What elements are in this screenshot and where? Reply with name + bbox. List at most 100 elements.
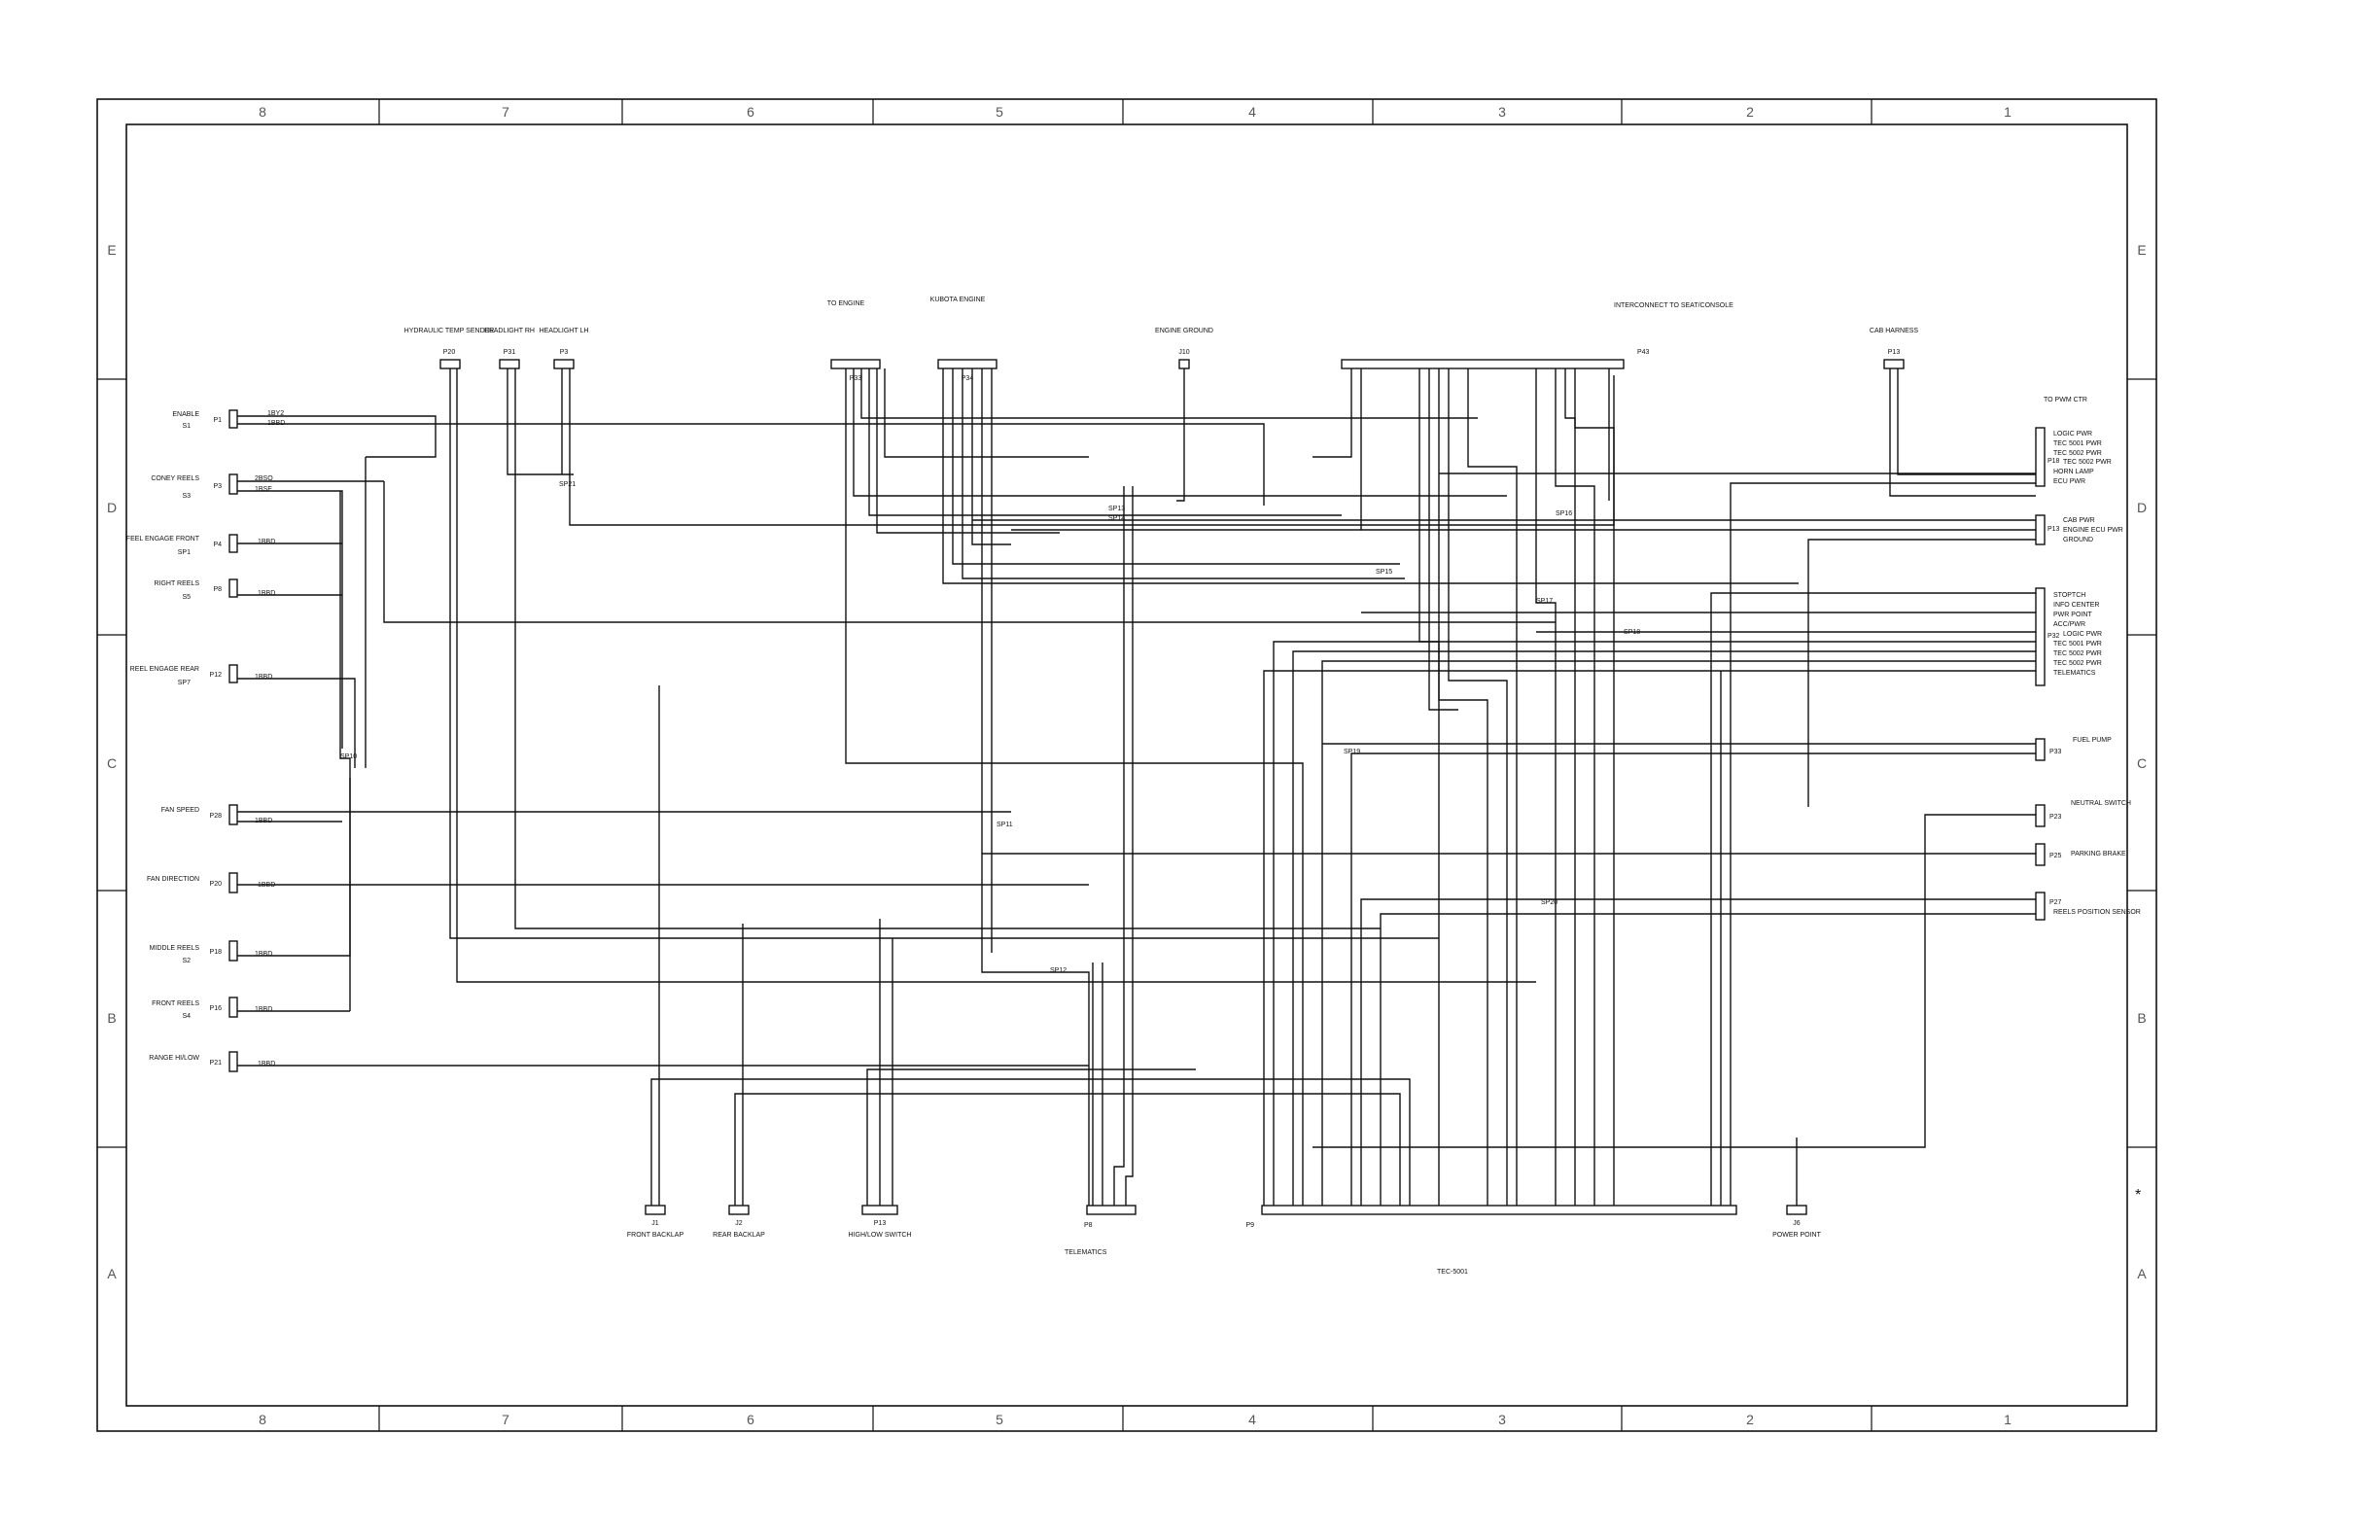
splice-10: SP19 (1344, 749, 1360, 755)
splice-7: SP16 (1556, 510, 1572, 517)
connector-enable: ENABLE S1 P1 1BY2 1BBD (172, 409, 285, 430)
seat-console-connector (1341, 359, 1625, 369)
middle-reels-sub: S2 (182, 958, 191, 964)
feel-engage-front-sub: SP1 (178, 549, 191, 556)
zone-row-D-right: D (2137, 500, 2147, 515)
fan-speed-connector (228, 804, 238, 825)
cab-harness-ref: P13 (1888, 349, 1901, 356)
wire-engine-1 (845, 368, 1304, 1206)
telematics-ref: P8 (1084, 1222, 1093, 1229)
connector-kubota-engine: KUBOTA ENGINE P34 (930, 297, 998, 382)
zone-col-5-bottom: 5 (996, 1412, 1003, 1427)
coney-reels-wire-2: 1BSE (255, 486, 272, 493)
headlight-lh-label: HEADLIGHT LH (540, 328, 589, 334)
middle-reels-ref: P18 (210, 949, 223, 956)
zone-labels-bottom: 8 7 6 5 4 3 2 1 (259, 1412, 2012, 1427)
fan-speed-label: FAN SPEED (161, 807, 199, 814)
splice-11: SP20 (1541, 899, 1558, 906)
kubota-engine-connector (937, 359, 998, 369)
wire-seat-11 (1574, 368, 1615, 1206)
parking-brake-ref: P25 (2049, 853, 2062, 859)
wire-engine-6 (884, 368, 1089, 458)
high-low-switch-ref: P13 (874, 1220, 887, 1227)
wire-seat-10 (1564, 368, 1576, 1206)
wire-pwm-ctr-2 (1730, 482, 2036, 1206)
wire-telematics-3 (1113, 486, 1125, 1206)
p32-pin-5: LOGIC PWR (2063, 631, 2102, 638)
pwm-ctr-pin-4: TEC 5002 PWR (2063, 459, 2112, 466)
power-point-label: POWER POINT (1772, 1232, 1822, 1239)
connector-reel-engage-rear: REEL ENGAGE REAR SP7 P12 1BBD (130, 664, 272, 686)
cab-pwr-pin-2: ENGINE ECU PWR (2063, 527, 2123, 534)
splice-2: SP11 (997, 822, 1013, 828)
telematics-connector (1086, 1205, 1137, 1215)
middle-reels-label: MIDDLE REELS (150, 945, 200, 952)
tec-5001-connector (1261, 1205, 1737, 1215)
right-reels-label: RIGHT REELS (154, 580, 199, 587)
wire-cab-harness (1889, 368, 2036, 497)
parking-brake-connector (2035, 843, 2046, 866)
wire-p32-1 (1710, 592, 2036, 1206)
to-engine-connector (830, 359, 881, 369)
fan-direction-ref: P20 (210, 881, 223, 888)
connector-reels-position-sensor: P27 REELS POSITION SENSOR (2035, 892, 2141, 921)
enable-sub: S1 (182, 423, 191, 430)
connector-neutral-switch: P23 NEUTRAL SWITCH (2035, 800, 2131, 827)
wire-cab-harness-2 (1897, 368, 2036, 475)
reel-engage-rear-sub: SP7 (178, 680, 191, 686)
p32-pin-9: TELEMATICS (2053, 670, 2096, 677)
wire-telematics-4 (1125, 486, 1134, 1206)
connector-engine-ground: ENGINE GROUND J10 (1155, 328, 1213, 369)
wire-hyd-temp-2 (456, 368, 1536, 983)
rear-backlap-ref: J2 (735, 1220, 743, 1227)
engine-ground-ref: J10 (1178, 349, 1189, 356)
wire-high-low-1 (866, 1068, 1196, 1206)
inner-border (125, 123, 2128, 1407)
connector-middle-reels: MIDDLE REELS S2 P18 1BBD (150, 940, 272, 964)
wire-kubota-1 (942, 368, 1799, 584)
zone-col-3-top: 3 (1498, 104, 1506, 120)
zone-row-C-right: C (2137, 755, 2147, 771)
neutral-switch-label: NEUTRAL SWITCH (2071, 800, 2131, 807)
front-reels-label: FRONT REELS (152, 1000, 199, 1007)
fuel-pump-ref: P33 (2049, 749, 2062, 755)
splice-9: SP18 (1624, 629, 1640, 636)
wire-coney-2 (237, 490, 343, 749)
to-engine-ref: P33 (850, 375, 862, 382)
zone-labels-right: E D C B A (2137, 242, 2147, 1281)
pwm-ctr-label: TO PWM CTR (2044, 397, 2087, 403)
cab-pwr-pin-3: GROUND (2063, 537, 2093, 543)
connector-cab-pwr: P13 CAB PWR ENGINE ECU PWR GROUND (2035, 514, 2123, 545)
asterisk-mark: * (2135, 1187, 2141, 1204)
wire-engine-ground (1176, 368, 1185, 502)
p32-pin-8: TEC 5002 PWR (2053, 660, 2102, 667)
wire-enable-1 (237, 415, 437, 458)
zone-row-A-right: A (2137, 1266, 2147, 1281)
cab-pwr-connector (2035, 514, 2046, 545)
hydraulic-temp-sender-connector (439, 359, 461, 369)
zone-row-A-left: A (107, 1266, 117, 1281)
wire-engine-4 (868, 368, 1342, 516)
rear-backlap-connector (728, 1205, 750, 1215)
wire-kubota-5 (981, 368, 1090, 1206)
wire-seat-5 (1438, 368, 1488, 1206)
coney-reels-wire-1: 2BSO (255, 475, 273, 482)
feel-engage-front-connector (228, 534, 238, 553)
wire-front-backlap (650, 1078, 1411, 1206)
wire-kubota-4 (971, 368, 1011, 545)
range-hi-low-ref: P21 (210, 1060, 223, 1067)
front-reels-sub: S4 (182, 1013, 191, 1020)
zone-col-2-bottom: 2 (1746, 1412, 1754, 1427)
connector-headlight-lh: HEADLIGHT LH P3 (540, 328, 589, 369)
splice-1: SP10 (340, 753, 357, 760)
power-point-connector (1786, 1205, 1807, 1215)
connector-rear-backlap: J2 REAR BACKLAP (713, 1205, 765, 1239)
reels-position-sensor-label: REELS POSITION SENSOR (2053, 909, 2141, 916)
reel-engage-rear-label: REEL ENGAGE REAR (130, 666, 199, 673)
zone-row-B-right: B (2137, 1010, 2146, 1026)
middle-reels-wire: 1BBD (255, 951, 272, 958)
reels-position-sensor-ref: P27 (2049, 899, 2062, 906)
enable-label: ENABLE (172, 411, 199, 418)
headlight-rh-ref: P31 (504, 349, 516, 356)
